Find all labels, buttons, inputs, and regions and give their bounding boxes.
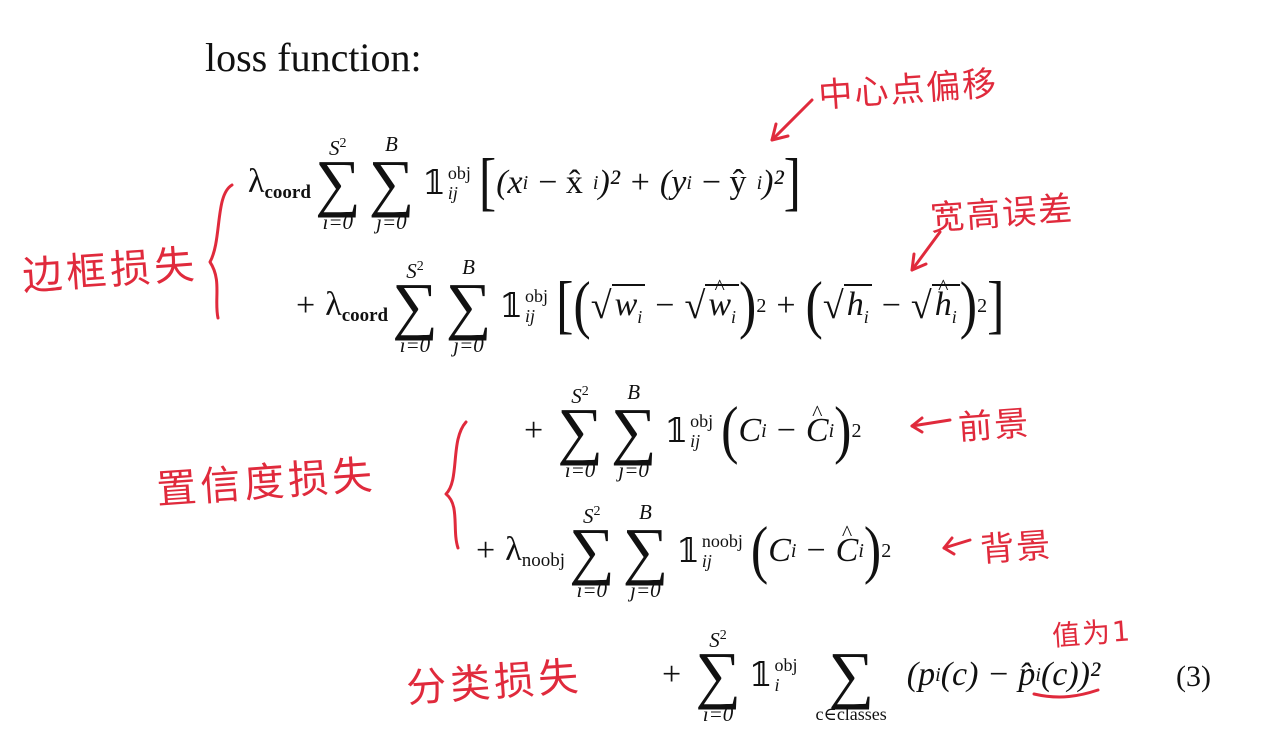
arrow-background [942, 538, 972, 550]
note-background: 背景 [978, 525, 1054, 571]
sum-j: B∑j=0 [368, 132, 415, 234]
arrow-wh [910, 230, 942, 272]
lambda-coord: λcoord [248, 162, 311, 203]
title: loss function: [205, 35, 422, 80]
brace-bbox [208, 183, 234, 320]
note-value-is-1: 值为1 [1051, 614, 1133, 653]
note-wh-error: 宽高误差 [929, 189, 1076, 239]
sum-i: S2∑i=0 [314, 136, 361, 234]
brace-confidence [444, 420, 468, 550]
underline-phat [1032, 688, 1100, 699]
arrow-center [770, 98, 814, 142]
note-bbox-loss: 边框损失 [20, 241, 200, 301]
note-class-loss: 分类损失 [404, 653, 584, 713]
note-foreground: 前景 [956, 403, 1032, 449]
equation-number: (3) [1176, 660, 1211, 693]
arrow-foreground [910, 418, 952, 428]
